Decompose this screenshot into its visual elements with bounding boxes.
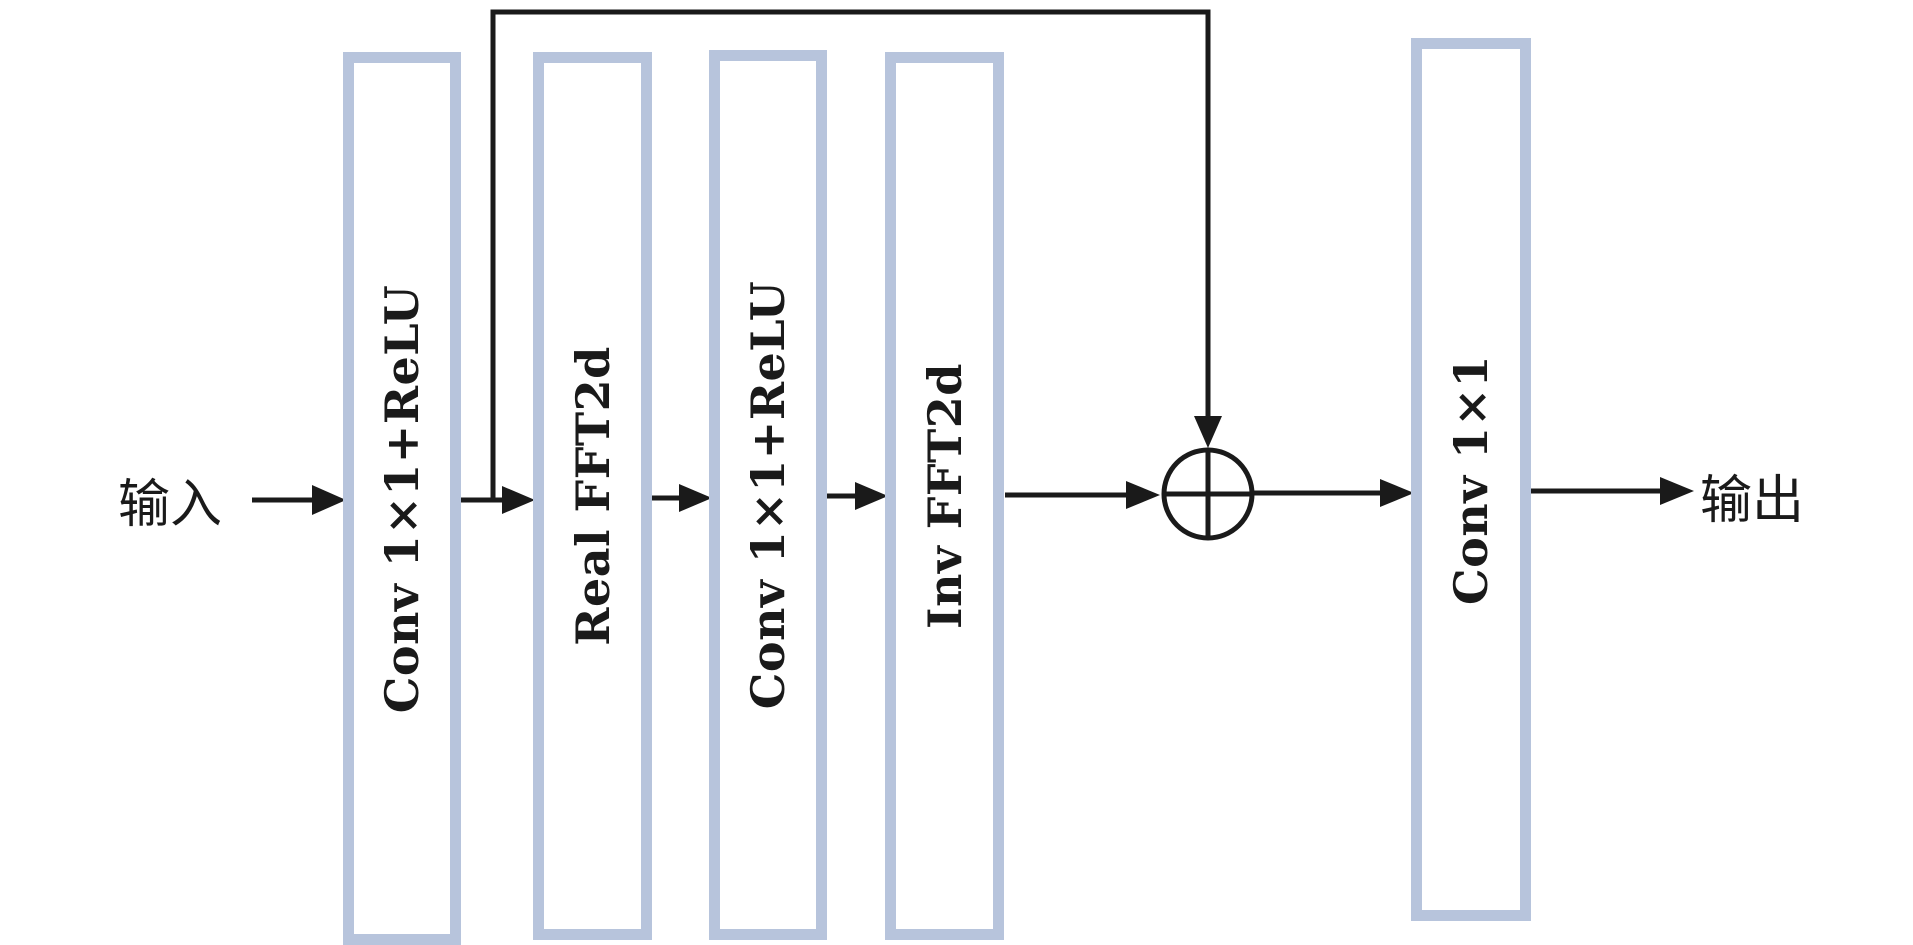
input-label: 输入 bbox=[118, 475, 223, 535]
real-fft2d-block: Real FFT2d bbox=[533, 52, 652, 940]
conv2-relu-label: Conv 1×1+ReLU bbox=[741, 280, 795, 710]
arrow-conv1-to-rfft bbox=[460, 486, 535, 514]
real-fft2d-label: Real FFT2d bbox=[565, 346, 620, 646]
arrow-ifft-to-adder bbox=[1005, 481, 1160, 509]
output-label: 输出 bbox=[1700, 471, 1805, 531]
arrow-conv2-to-ifft bbox=[826, 482, 888, 510]
arrow-adder-to-conv3 bbox=[1252, 479, 1414, 507]
conv1-relu-block: Conv 1×1+ReLU bbox=[343, 52, 461, 945]
skip-connection bbox=[490, 9, 1222, 500]
inv-fft2d-label: Inv FFT2d bbox=[917, 363, 972, 629]
conv1-relu-label: Conv 1×1+ReLU bbox=[375, 284, 429, 713]
add-operator bbox=[1161, 447, 1255, 541]
conv2-relu-block: Conv 1×1+ReLU bbox=[709, 50, 827, 940]
inv-fft2d-block: Inv FFT2d bbox=[885, 52, 1004, 940]
conv3-block: Conv 1×1 bbox=[1411, 38, 1531, 921]
arrow-conv3-to-output bbox=[1530, 477, 1694, 505]
arrow-input-to-conv1 bbox=[252, 485, 346, 515]
conv3-label: Conv 1×1 bbox=[1444, 354, 1498, 605]
arrow-rfft-to-conv2 bbox=[651, 484, 712, 512]
